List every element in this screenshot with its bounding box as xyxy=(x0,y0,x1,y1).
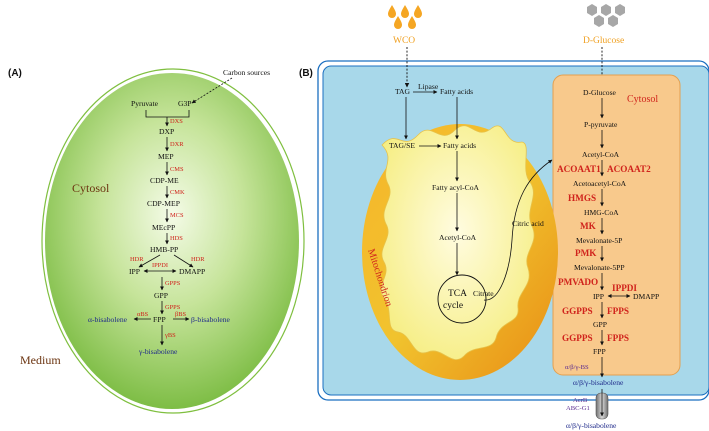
dxp: DXP xyxy=(159,127,174,136)
gamma-bisabolene: γ-bisabolene xyxy=(138,347,178,356)
enzyme-gbs: γBS xyxy=(164,332,176,339)
mevalonate-5pp: Mevalonate-5PP xyxy=(574,263,625,272)
enzyme-pmk: PMK xyxy=(575,248,597,258)
enzyme-mk: MK xyxy=(580,221,597,231)
enzyme-ippdi-a: IPPDI xyxy=(152,262,168,269)
cdp-mep: CDP-MEP xyxy=(147,199,180,208)
wco-droplets-icon xyxy=(388,5,422,29)
enzyme-fpps2: FPPS xyxy=(607,333,629,343)
fpp-b: FPP xyxy=(593,347,606,356)
pyruvate: Pyruvate xyxy=(131,99,159,108)
alpha-bisabolene: α-bisabolene xyxy=(88,315,128,324)
carbon-sources-label: Carbon sources xyxy=(223,68,270,77)
medium-label: Medium xyxy=(20,353,61,367)
mep: MEP xyxy=(158,152,174,161)
wco-label: WCO xyxy=(393,36,415,46)
fatty-acids-2: Fatty acids xyxy=(443,141,476,150)
arrow-hdr-left xyxy=(138,254,161,268)
g3p: G3P xyxy=(178,99,192,108)
dglucose: D-Glucose xyxy=(583,88,617,97)
beta-bisabolene: β-bisabolene xyxy=(191,315,230,324)
cytosol-label-a: Cytosol xyxy=(72,181,110,195)
enzyme-fpps1: FPPS xyxy=(607,306,629,316)
enzyme-hds: HDS xyxy=(170,235,183,242)
lipase-label: Lipase xyxy=(418,82,439,91)
mecpp: MEcPP xyxy=(152,223,175,232)
arrow-hdr-right xyxy=(173,254,194,268)
cdp-me: CDP-ME xyxy=(150,176,179,185)
panel-b-label: (B) xyxy=(299,68,313,79)
tca-cycle-circle xyxy=(437,274,487,324)
cell-wall-outline xyxy=(41,68,305,414)
citrate-export-arrow xyxy=(483,159,553,301)
enzyme-acoaat2: ACOAAT2 xyxy=(607,164,651,174)
panel-a-label: (A) xyxy=(8,68,22,79)
gpp-b: GPP xyxy=(593,320,607,329)
enzyme-hdr-left: HDR xyxy=(130,256,144,263)
gpp-a: GPP xyxy=(154,291,168,300)
dmapp-b: DMAPP xyxy=(633,292,659,301)
fatty-acyl-coa: Fatty acyl-CoA xyxy=(432,183,480,192)
citrate: Citrate xyxy=(473,289,494,298)
enzyme-acoaat1: ACOAAT1 xyxy=(557,164,601,174)
bisabolene-outside: α/β/γ-bisabolene xyxy=(566,421,617,430)
acetyl-coa-mito: Acetyl-CoA xyxy=(439,233,477,242)
cytosol-ellipse xyxy=(45,73,299,409)
enzyme-dxs: DXS xyxy=(170,118,183,125)
tag: TAG xyxy=(395,87,411,96)
enzyme-bbs: βBS xyxy=(175,311,187,318)
enzyme-gpps1: GPPS xyxy=(165,280,181,287)
tag-se: TAG/SE xyxy=(389,141,415,150)
carbon-sources-arrow xyxy=(191,77,233,104)
mitochondrion-cristae xyxy=(380,125,535,360)
dmapp-a: DMAPP xyxy=(179,267,205,276)
hmg-coa: HMG-CoA xyxy=(584,208,619,217)
cell-membrane-outer xyxy=(317,60,709,401)
enzyme-gpps2: GPPS xyxy=(165,304,181,311)
bisabolene-inside: α/β/γ-bisabolene xyxy=(573,378,624,387)
acrb-label: AcrB xyxy=(573,397,588,404)
abc-g1-label: ABC-G1 xyxy=(566,405,590,412)
cytosol-label-b: Cytosol xyxy=(627,94,658,105)
fpp-a: FPP xyxy=(153,315,166,324)
acetoacetyl-coa: Acetoacetyl-CoA xyxy=(573,179,627,188)
glucose-label-top: D-Glucose xyxy=(583,36,624,46)
panel-b: (B) WCO D-Glucose Cytosol xyxy=(299,4,709,430)
enzyme-abs: αBS xyxy=(137,311,149,318)
fatty-acids-1: Fatty acids xyxy=(440,87,473,96)
enzyme-pmvado: PMVADO xyxy=(558,277,598,287)
mevalonate-5p: Mevalonate-5P xyxy=(576,236,622,245)
p-pyruvate: P-pyruvate xyxy=(584,120,618,129)
citric-acid: Citric acid xyxy=(512,219,544,228)
tca-label-1: TCA xyxy=(448,289,467,299)
enzyme-cmk: CMK xyxy=(170,189,185,196)
hmb-pp: HMB-PP xyxy=(150,245,178,254)
panel-a: (A) Carbon sources Cytosol Medium Pyruva… xyxy=(8,68,305,414)
enzyme-hdr-right: HDR xyxy=(191,256,205,263)
acetyl-coa: Acetyl-CoA xyxy=(582,150,620,159)
glucose-hexagons-icon xyxy=(587,4,625,27)
enzyme-mcs: MCS xyxy=(170,212,184,219)
enzyme-ggpps2: GGPPS xyxy=(562,333,593,343)
ipp-b: IPP xyxy=(593,292,604,301)
tca-label-2: cycle xyxy=(443,301,463,311)
enzyme-ippdi-b: IPPDI xyxy=(612,283,637,293)
pyruvate-g3p-bracket xyxy=(145,110,190,118)
enzyme-hmgs: HMGS xyxy=(568,193,596,203)
enzyme-ggpps1: GGPPS xyxy=(562,306,593,316)
ipp-a: IPP xyxy=(129,267,140,276)
enzyme-dxr: DXR xyxy=(170,141,184,148)
enzyme-cms: CMS xyxy=(170,166,184,173)
enzyme-bs: α/β/γ-BS xyxy=(565,364,589,371)
